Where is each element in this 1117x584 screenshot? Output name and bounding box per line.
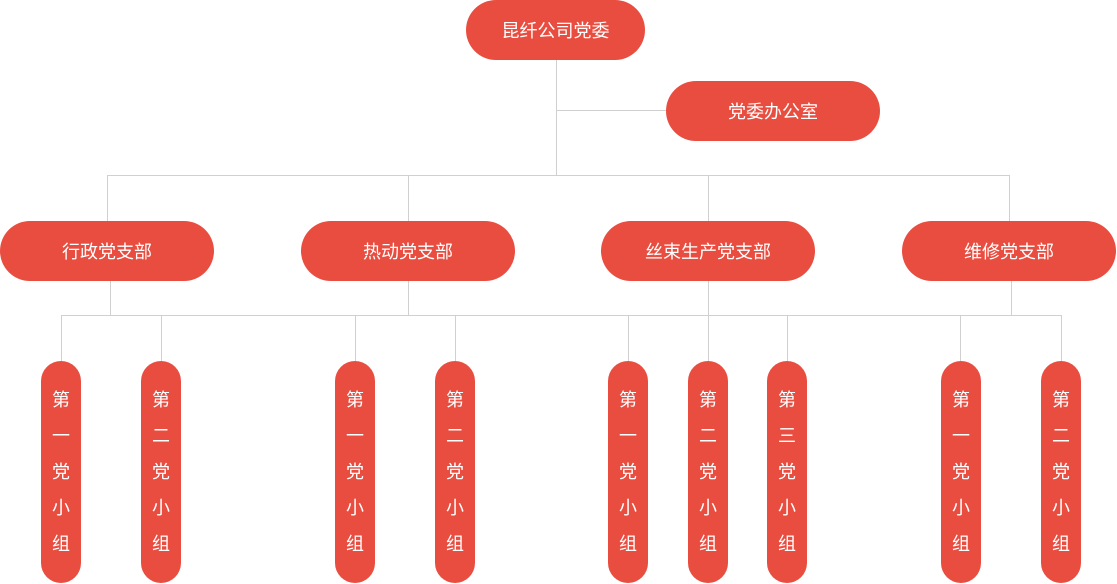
group-label-char: 小	[619, 498, 637, 519]
connector-branch-1-up	[408, 175, 409, 221]
group-label-char: 三	[778, 426, 796, 447]
group-label-char: 党	[952, 462, 970, 483]
connector-office	[556, 110, 666, 111]
group-label-char: 第	[1052, 390, 1070, 411]
group-label-char: 组	[1052, 534, 1070, 555]
group-label-char: 党	[152, 462, 170, 483]
group-label-char: 组	[778, 534, 796, 555]
node-group[interactable]: 第三党小组	[767, 361, 807, 583]
connector-branch-1-down	[408, 281, 409, 315]
node-group[interactable]: 第一党小组	[941, 361, 981, 583]
group-label-char: 一	[52, 426, 70, 447]
node-branch-maintenance[interactable]: 维修党支部	[902, 221, 1116, 281]
group-label-char: 组	[446, 534, 464, 555]
group-label-char: 组	[619, 534, 637, 555]
connector-group-up	[455, 315, 456, 361]
group-label-char: 一	[952, 426, 970, 447]
group-label-char: 组	[346, 534, 364, 555]
group-label-char: 二	[1052, 426, 1070, 447]
node-office[interactable]: 党委办公室	[666, 81, 880, 141]
group-label-char: 党	[346, 462, 364, 483]
connector-branch-0-down	[110, 281, 111, 315]
node-root[interactable]: 昆纤公司党委	[466, 0, 645, 60]
group-label-char: 第	[699, 390, 717, 411]
group-label-char: 党	[446, 462, 464, 483]
group-label-char: 第	[346, 390, 364, 411]
node-branch-admin[interactable]: 行政党支部	[0, 221, 214, 281]
group-label-char: 第	[952, 390, 970, 411]
group-label-char: 第	[619, 390, 637, 411]
connector-branch-2-up	[708, 175, 709, 221]
connector-branch-2-down	[708, 281, 709, 315]
connector-root-trunk	[556, 59, 557, 175]
node-group[interactable]: 第二党小组	[688, 361, 728, 583]
group-label-char: 一	[346, 426, 364, 447]
group-label-char: 小	[1052, 498, 1070, 519]
group-label-char: 二	[446, 426, 464, 447]
connector-branches-bar	[107, 175, 1010, 176]
node-group[interactable]: 第二党小组	[435, 361, 475, 583]
node-branch-tow-production[interactable]: 丝束生产党支部	[601, 221, 815, 281]
group-label-char: 小	[346, 498, 364, 519]
group-label-char: 小	[152, 498, 170, 519]
connector-group-up	[787, 315, 788, 361]
connector-group-up	[1061, 315, 1062, 361]
node-group[interactable]: 第二党小组	[1041, 361, 1081, 583]
group-label-char: 组	[952, 534, 970, 555]
group-label-char: 组	[152, 534, 170, 555]
group-label-char: 一	[619, 426, 637, 447]
node-group[interactable]: 第二党小组	[141, 361, 181, 583]
group-label-char: 小	[699, 498, 717, 519]
group-label-char: 第	[52, 390, 70, 411]
connector-group-up	[708, 315, 709, 361]
group-label-char: 二	[152, 426, 170, 447]
group-label-char: 组	[699, 534, 717, 555]
node-branch-thermal[interactable]: 热动党支部	[301, 221, 515, 281]
group-label-char: 小	[952, 498, 970, 519]
group-label-char: 第	[778, 390, 796, 411]
group-label-char: 小	[446, 498, 464, 519]
group-label-char: 党	[1052, 462, 1070, 483]
group-label-char: 党	[52, 462, 70, 483]
group-label-char: 组	[52, 534, 70, 555]
group-label-char: 小	[52, 498, 70, 519]
group-label-char: 党	[699, 462, 717, 483]
connector-branch-0-up	[107, 175, 108, 221]
group-label-char: 二	[699, 426, 717, 447]
connector-branch-3-down	[1011, 281, 1012, 315]
connector-group-up	[161, 315, 162, 361]
group-label-char: 第	[152, 390, 170, 411]
connector-group-up	[355, 315, 356, 361]
connector-group-up	[960, 315, 961, 361]
node-group[interactable]: 第一党小组	[41, 361, 81, 583]
connector-groups-bar	[61, 315, 1062, 316]
group-label-char: 党	[778, 462, 796, 483]
connector-group-up	[61, 315, 62, 361]
connector-group-up	[628, 315, 629, 361]
group-label-char: 第	[446, 390, 464, 411]
group-label-char: 党	[619, 462, 637, 483]
node-group[interactable]: 第一党小组	[335, 361, 375, 583]
group-label-char: 小	[778, 498, 796, 519]
connector-branch-3-up	[1009, 175, 1010, 221]
node-group[interactable]: 第一党小组	[608, 361, 648, 583]
